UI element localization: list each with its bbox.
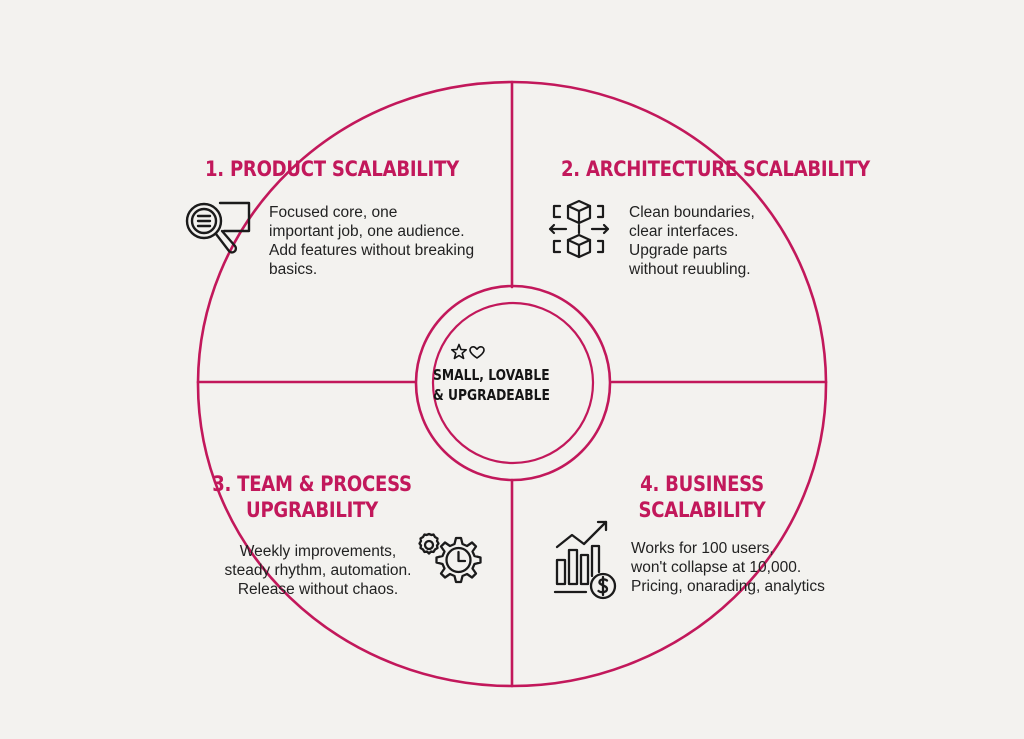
quadrant-4-title-line-1: 4. BUSINESS [640,472,764,496]
quadrant-2-title: 2. ARCHITECTURE SCALABILITY [561,157,870,181]
quadrant-1-text: Focused core, one important job, one aud… [269,204,475,278]
heart-icon [469,346,485,359]
center-icons [451,343,487,366]
center-label: SMALL, LOVABLE & UPGRADEABLE [433,365,564,405]
modular-cubes-icon [546,197,612,268]
quadrant-2-text: Clean boundaries, clear interfaces. Upgr… [629,204,755,278]
center-outer-ring [414,284,612,482]
quadrant-1-title: 1. PRODUCT SCALABILITY [205,157,459,181]
quadrant-4-title: 4. BUSINESS SCALABILITY [625,471,780,523]
growth-chart-dollar-icon [552,516,622,609]
quadrant-3-title: 3. TEAM & PROCESS UPGRABILITY [207,471,417,523]
center-line-1: SMALL, LOVABLE [433,366,550,384]
quadrant-3-text: Weekly improvements, steady rhythm, auto… [224,543,412,598]
gear-clock-icon [414,528,490,603]
magnifier-document-icon [184,199,254,266]
quadrant-4-text: Works for 100 users, won't collapse at 1… [631,540,825,595]
quadrant-4-title-line-2: SCALABILITY [638,498,766,522]
center-line-2: & UPGRADEABLE [433,386,550,404]
quadrant-3-title-line-1: 3. TEAM & PROCESS [212,472,412,496]
quadrant-3-title-line-2: UPGRABILITY [246,498,378,522]
star-icon [451,343,467,360]
center-inner-ring [431,301,595,465]
